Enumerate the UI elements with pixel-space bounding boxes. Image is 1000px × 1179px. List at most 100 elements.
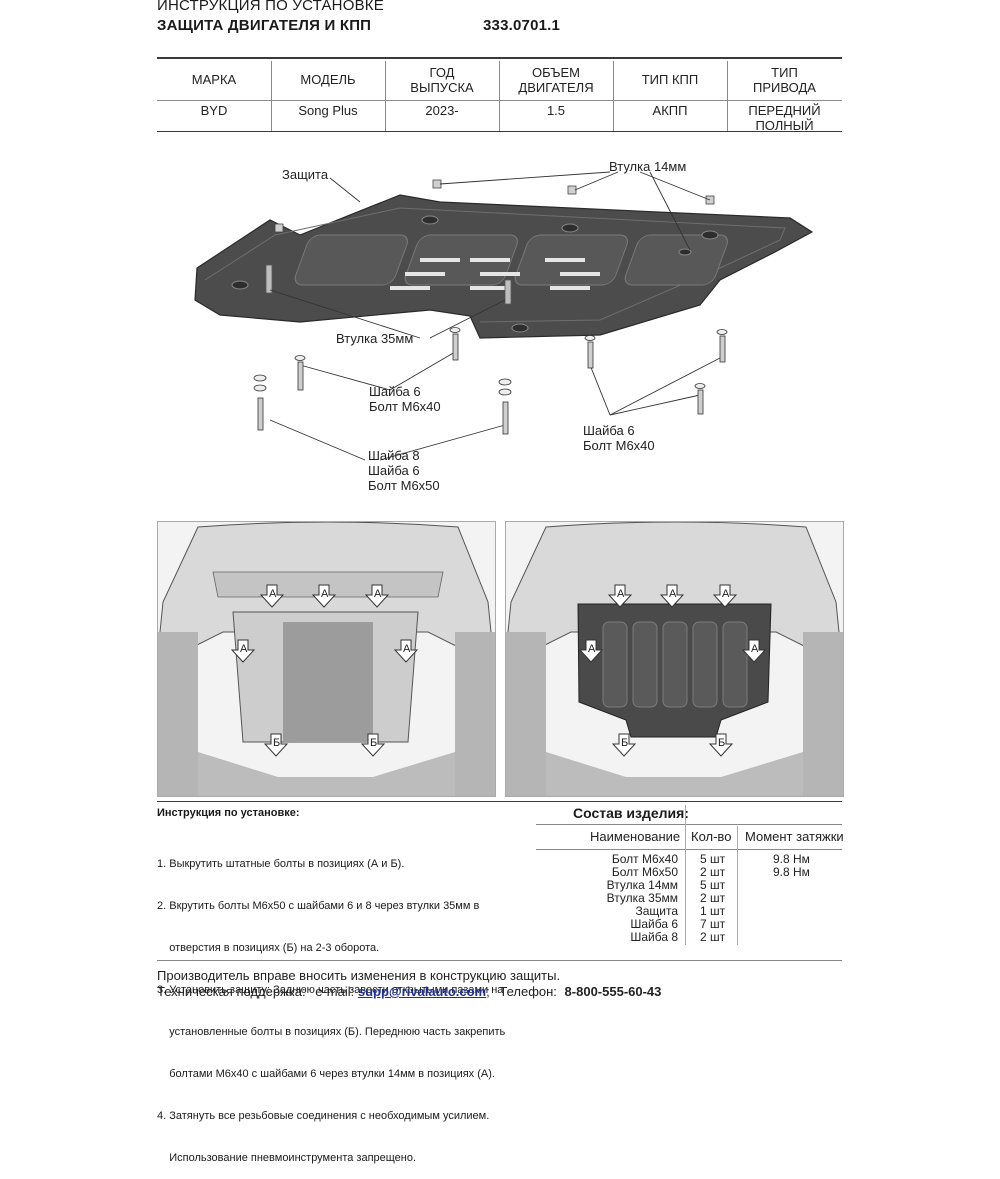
phone-label: Телефон:: [499, 984, 557, 999]
marker-a: А: [374, 588, 382, 600]
doc-heading: ИНСТРУКЦИЯ ПО УСТАНОВКЕ: [157, 0, 384, 14]
composition-divider: [737, 826, 738, 945]
label-bottom-bolt: Болт М6х50: [368, 478, 440, 493]
composition-item-name: Защита: [635, 904, 678, 918]
label-bottom-washer6: Шайба 6: [368, 463, 420, 478]
doc-title: ЗАЩИТА ДВИГАТЕЛЯ И КПП: [157, 17, 372, 34]
composition-item-qty: 2 шт: [700, 930, 726, 944]
label-right-washer: Шайба 6: [583, 423, 635, 438]
guard-plate: [194, 194, 814, 339]
instructions-list: 1. Выкрутить штатные болты в позициях (А…: [157, 829, 532, 1179]
marker-b: Б: [273, 737, 281, 749]
composition-divider: [685, 805, 686, 945]
label-guard: Защита: [282, 167, 329, 182]
composition-header-name: Наименование: [590, 829, 681, 844]
support-email-link[interactable]: supp@rivalauto.com: [357, 984, 487, 999]
composition-rule: [536, 849, 842, 850]
label-bushing-35mm: Втулка 35мм: [336, 331, 414, 346]
marker-a: А: [617, 588, 625, 600]
instruction-step: отверстия в позициях (Б) на 2-3 оборота.: [157, 942, 380, 954]
value-model: Song Plus: [298, 103, 358, 118]
composition-rule: [536, 824, 842, 825]
marker-a: А: [240, 643, 248, 655]
instruction-step: болтами М6х40 с шайбами 6 через втулки 1…: [157, 1068, 495, 1080]
composition-item-qty: 5 шт: [700, 878, 726, 892]
composition-item-name: Болт М6х40: [611, 852, 678, 866]
composition-item-qty: 7 шт: [700, 917, 726, 931]
underside-before-image: А А А А А Б Б: [157, 521, 496, 797]
footer-rule: [157, 960, 842, 961]
table-divider: [727, 61, 728, 131]
table-bottom-rule: [157, 131, 842, 132]
composition-item-name: Втулка 14мм: [606, 878, 678, 892]
label-bushing-14mm: Втулка 14мм: [609, 159, 687, 174]
instruction-step: 1. Выкрутить штатные болты в позициях (А…: [157, 858, 405, 870]
composition-item-torque: 9.8 Нм: [773, 865, 810, 879]
table-divider: [499, 61, 500, 131]
value-make: BYD: [200, 103, 228, 118]
marker-a: А: [751, 643, 759, 655]
part-number: 333.0701.1: [483, 17, 561, 34]
instruction-step: 2. Вкрутить болты М6х50 с шайбами 6 и 8 …: [157, 900, 480, 912]
support-phone[interactable]: 8-800-555-60-43: [564, 984, 662, 999]
marker-a: А: [722, 588, 730, 600]
composition-item-name: Шайба 6: [630, 917, 678, 931]
composition-item-name: Болт М6х50: [611, 865, 678, 879]
composition-header-torque: Момент затяжки: [745, 829, 844, 844]
composition-item-torque: 9.8 Нм: [773, 852, 810, 866]
composition-item-name: Втулка 35мм: [606, 891, 678, 905]
composition-item-qty: 2 шт: [700, 891, 726, 905]
label-right-bolt: Болт М6х40: [583, 438, 655, 453]
value-year: 2023-: [425, 103, 459, 118]
label-left-washer: Шайба 6: [369, 384, 421, 399]
marker-a: А: [669, 588, 677, 600]
composition-qtys: 5 шт 2 шт 5 шт 2 шт 1 шт 7 шт 2 шт: [700, 853, 725, 944]
marker-b: Б: [621, 737, 629, 749]
table-divider: [385, 61, 386, 131]
underside-after-image: А А А А А Б Б: [505, 521, 844, 797]
composition-item-qty: 1 шт: [700, 904, 726, 918]
instruction-step: 4. Затянуть все резьбовые соединения с н…: [157, 1110, 490, 1122]
header-model: МОДЕЛЬ: [300, 72, 356, 87]
table-divider: [613, 61, 614, 131]
exploded-diagram: [194, 171, 814, 461]
header-make: МАРКА: [191, 72, 237, 87]
label-bottom-washer8: Шайба 8: [368, 448, 420, 463]
marker-a: А: [588, 643, 596, 655]
support-label: Техническая поддержка:: [157, 984, 306, 999]
marker-b: Б: [370, 737, 378, 749]
composition-item-qty: 2 шт: [700, 865, 726, 879]
instruction-step: Использование пневмоинструмента запрещен…: [157, 1152, 417, 1164]
composition-torques: 9.8 Нм 9.8 Нм: [773, 853, 810, 879]
composition-names: Болт М6х40 Болт М6х50 Втулка 14мм Втулка…: [560, 853, 678, 944]
instruction-step: 3. Установить защиту: Заднюю часть завес…: [157, 984, 504, 996]
value-engine: 1.5: [546, 103, 566, 118]
table-row-divider: [157, 100, 842, 101]
marker-a: А: [321, 588, 329, 600]
composition-item-name: Шайба 8: [630, 930, 678, 944]
composition-header-qty: Кол-во: [691, 829, 732, 844]
header-top-rule: [157, 57, 842, 59]
label-left-bolt: Болт М6х40: [369, 399, 441, 414]
fasteners: [253, 327, 728, 435]
email-label: e-mail:: [315, 984, 355, 999]
footer-support: Техническая поддержка: e-mail: supp@riva…: [157, 984, 662, 999]
instructions-title: Инструкция по установке:: [157, 807, 300, 819]
table-divider: [271, 61, 272, 131]
value-gearbox: АКПП: [652, 103, 688, 118]
footer-notice: Производитель вправе вносить изменения в…: [157, 968, 561, 983]
instruction-step: установленные болты в позициях (Б). Пере…: [157, 1026, 506, 1038]
header-gearbox: ТИП КПП: [641, 72, 699, 87]
composition-title: Состав изделия:: [573, 805, 689, 821]
marker-a: А: [269, 588, 277, 600]
leader-lines: [269, 171, 721, 461]
marker-a: А: [403, 643, 411, 655]
composition-item-qty: 5 шт: [700, 852, 726, 866]
instructions-top-rule: [157, 801, 842, 802]
marker-b: Б: [718, 737, 726, 749]
